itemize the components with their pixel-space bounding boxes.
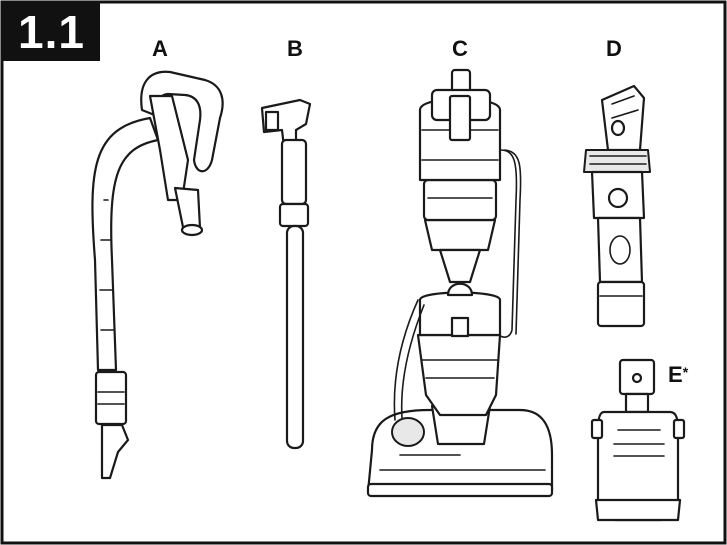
turbo-brush-illustration xyxy=(590,358,686,522)
part-label-d: D xyxy=(606,36,622,61)
part-label-a: A xyxy=(152,36,168,61)
figure-number-badge: 1.1 xyxy=(3,3,100,61)
crevice-tool-illustration xyxy=(583,84,651,328)
part-label-e: E* xyxy=(668,364,688,386)
upright-vacuum-illustration xyxy=(366,68,554,498)
part-label-e-text: E xyxy=(668,362,683,387)
part-label-e-marker: * xyxy=(682,364,689,380)
hose-with-handle-illustration xyxy=(91,70,224,480)
part-label-b: B xyxy=(287,36,303,61)
part-label-c: C xyxy=(452,36,468,61)
extension-wand-illustration xyxy=(260,98,312,450)
